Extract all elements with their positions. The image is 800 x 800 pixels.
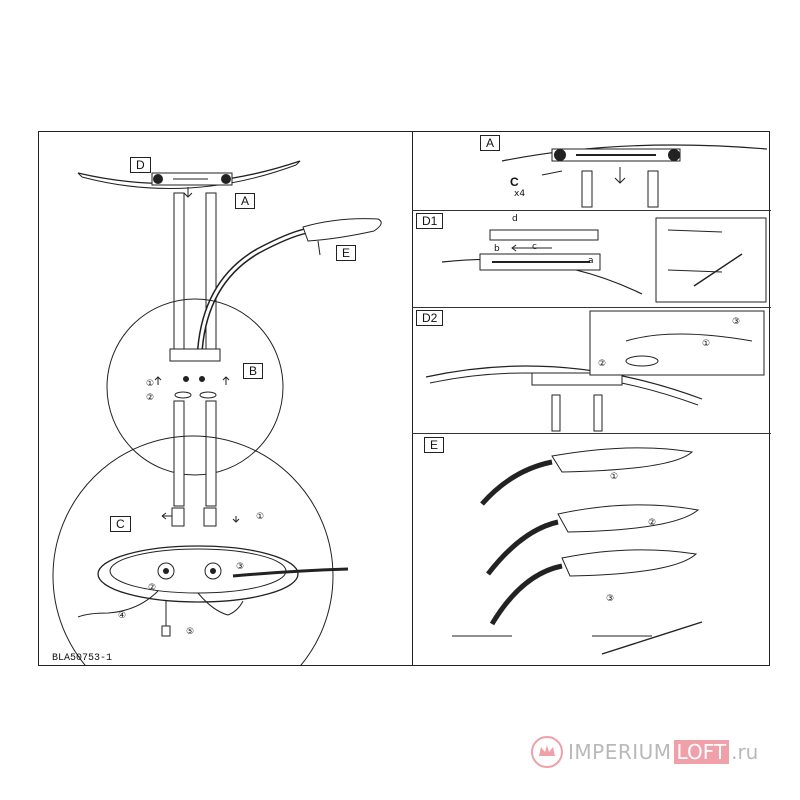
panel-a-label: A — [480, 135, 501, 151]
d1-b: b — [494, 244, 500, 254]
panel-d1-drawing — [441, 217, 767, 303]
d2-step2: ② — [598, 359, 607, 369]
e-step2: ② — [648, 518, 657, 528]
panel-a: A C x4 — [412, 131, 770, 209]
d1-c: c — [532, 242, 537, 252]
watermark: IMPERIUM LOFT .ru — [530, 734, 758, 770]
label-e: E — [336, 245, 357, 261]
d2-step3: ③ — [732, 317, 741, 327]
label-a: A — [235, 193, 256, 209]
step-1-c: ① — [256, 512, 265, 522]
watermark-brand-left: IMPERIUM — [568, 740, 672, 764]
e-step3: ③ — [606, 594, 615, 604]
screw-count: x4 — [514, 189, 526, 199]
d1-a: a — [588, 256, 594, 266]
step-2-c: ② — [148, 583, 157, 593]
vertical-divider — [412, 132, 414, 665]
main-assembly-panel: D A E B C ① ② ① ③ ② ④ ⑤ — [38, 131, 411, 666]
label-d: D — [130, 157, 151, 173]
panel-d1-label: D1 — [416, 213, 444, 229]
crown-logo-icon — [531, 736, 563, 768]
panel-d2: D2 ③ ② ① — [412, 307, 770, 433]
step-4-c: ④ — [118, 611, 127, 621]
panel-e-drawing — [452, 447, 703, 655]
step-1-b: ① — [146, 379, 155, 389]
panel-d2-label: D2 — [416, 310, 444, 326]
divider-a-d1 — [412, 210, 771, 212]
e-step1: ① — [610, 472, 619, 482]
panel-a-drawing — [501, 144, 768, 208]
screw-letter: C — [510, 175, 519, 189]
panel-e: E ① ② ③ — [412, 434, 770, 666]
d1-d: d — [512, 214, 518, 224]
divider-d2-e — [412, 433, 771, 435]
instruction-sheet — [38, 131, 771, 666]
document-code: BLA50753-1 — [52, 653, 113, 664]
step-3-c: ③ — [236, 562, 245, 572]
d2-step1: ① — [702, 339, 711, 349]
panel-e-label: E — [424, 437, 445, 453]
label-b: B — [243, 363, 264, 379]
divider-d1-d2 — [412, 307, 771, 309]
panel-d1: D1 a b c d — [412, 210, 770, 306]
step-2-b: ② — [146, 393, 155, 403]
watermark-tld: .ru — [731, 740, 759, 764]
floor-lamp-drawing — [52, 160, 382, 666]
watermark-brand-box: LOFT — [673, 740, 730, 764]
step-5-c: ⑤ — [186, 627, 195, 637]
label-c: C — [110, 516, 131, 532]
panel-d2-drawing — [425, 310, 765, 432]
